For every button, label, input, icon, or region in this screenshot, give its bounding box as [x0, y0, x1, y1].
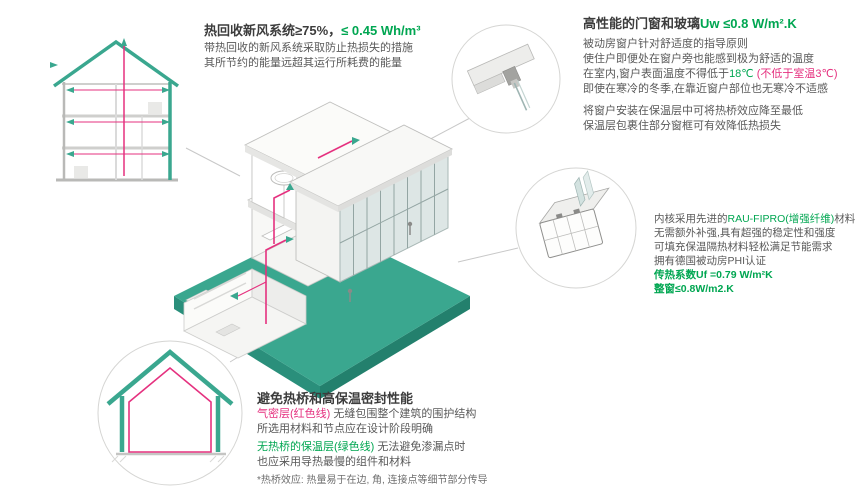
detail-circle [97, 340, 243, 486]
platform-top [174, 223, 470, 386]
insulation-roof-line [106, 349, 234, 406]
thermal-body-2: 无热桥的保温层(绿色线) 无法避免渗漏点时 也应采用导热最慢的组件和材料 [257, 440, 465, 470]
thermal-body-line: 也应采用导热最慢的组件和材料 [257, 456, 411, 468]
bathtub-inner [274, 173, 294, 183]
profile-line: 可填充保温隔热材料轻松满足节能需求 [654, 241, 833, 253]
windows-body-2: 将窗户安装在保温层中可将热桥效应降至最低 保温层包裹住部分窗框可有效降低热损失 [583, 104, 803, 134]
platform-side-right [320, 296, 470, 399]
airflow-arrows [230, 137, 360, 300]
windows-title: 高性能的门窗和玻璃Uw ≤0.8 W/m².K [583, 13, 797, 32]
gasket [573, 208, 581, 214]
ventilation-body-line: 带热回收的新风系统采取防止热损失的措施 [204, 42, 413, 54]
thermal-title: 避免热桥和高保温密封性能 [257, 391, 414, 406]
windows-title-black: 高性能的门窗和玻璃 [583, 16, 701, 31]
ventilation-title-black: 热回收新风系统≥75%， [204, 23, 342, 38]
glass-wing [288, 124, 454, 283]
furniture-block [74, 166, 88, 178]
profile-line: 内核采用先进的RAU-FIPRO(增强纤维)材料 [654, 212, 855, 226]
ventilation-ducts [237, 140, 353, 324]
windows-body-line: 在室内,窗户表面温度不得低于18℃ (不低于室温3℃) [583, 67, 838, 82]
airflow-arrows [50, 38, 170, 157]
ventilation-title: 热回收新风系统≥75%，≤ 0.45 Wh/m³ [204, 20, 421, 39]
ventilation-section-house [50, 38, 180, 182]
gasket [555, 213, 563, 219]
thermal-body-line: 所选用材料和节点应在设计阶段明确 [257, 423, 433, 435]
insulated-roof-line [52, 39, 180, 88]
windows-line3-pre: 在室内,窗户表面温度不得低于 [583, 68, 730, 80]
windows-body-line: 被动房窗户针对舒适度的指导原则 [583, 38, 748, 50]
profile-uw-value: 整窗≤0.8W/m2.K [654, 283, 734, 295]
windows-body-line: 将窗户安装在保温层中可将热桥效应降至最低 [583, 105, 803, 117]
windows-body-line: 使住户即便处在窗户旁也能感到极为舒适的温度 [583, 53, 814, 65]
window-install-detail [451, 24, 561, 134]
profile-text: 内核采用先进的RAU-FIPRO(增强纤维)材料 无需额外补强,具有超强的稳定性… [654, 212, 855, 296]
windows-body-line: 保温层包裹住部分窗框可有效降低热损失 [583, 120, 781, 132]
glass-pane [517, 80, 531, 109]
thermal-body-line: 气密层(红色线) 无缝包围整个建筑的围护结构 [257, 407, 476, 422]
connector-line [457, 247, 519, 263]
ventilation-body-line: 其所节约的能量远超其运行所耗费的能量 [204, 57, 402, 69]
profile-line: 拥有德国被动房PHI认证 [654, 255, 767, 267]
profile-line1-pre: 内核采用先进的 [654, 213, 728, 225]
thermal-envelope-house [97, 340, 243, 486]
thermal-line3-rest: 无法避免渗漏点时 [374, 441, 466, 453]
windows-line3-temp: 18℃ [729, 68, 754, 80]
ventilation-title-value: ≤ 0.45 Wh/m³ [341, 23, 421, 38]
window-profile-detail [515, 167, 637, 289]
ventilation-body: 带热回收的新风系统采取防止热损失的措施 其所节约的能量远超其运行所耗费的能量 [204, 41, 413, 71]
airtight-layer-line [128, 366, 212, 453]
human-figures [347, 221, 413, 302]
thermal-body-line: 无热桥的保温层(绿色线) 无法避免渗漏点时 [257, 440, 465, 455]
windows-body-line: 即使在寒冷的冬季,在靠近窗户部位也无寒冷不适感 [583, 83, 829, 95]
windows-line3-note: (不低于室温3℃) [753, 68, 838, 80]
profile-line1-highlight: RAU-FIPRO(增强纤维) [727, 213, 835, 225]
glass-pane [574, 176, 586, 207]
thermal-insulation-label: 无热桥的保温层(绿色线) [257, 441, 375, 453]
profile-uf-value: 传热系数Uf =0.79 W/m²K [654, 269, 773, 281]
thermal-footnote: *热桥效应: 热量易于在边, 角, 连接点等细节部分传导 [257, 475, 488, 486]
profile-line: 无需额外补强,具有超强的稳定性和强度 [654, 227, 836, 239]
main-house-isometric [174, 101, 470, 399]
glass-pane [582, 170, 594, 201]
profile-line1-post: 材料 [834, 213, 856, 225]
thermal-body-1: 气密层(红色线) 无缝包围整个建筑的围护结构 所选用材料和节点应在设计阶段明确 [257, 407, 476, 437]
windows-title-value: Uw ≤0.8 W/m².K [700, 16, 797, 31]
furniture-block [148, 102, 162, 114]
thermal-airtight-label: 气密层(红色线) [257, 408, 331, 420]
glass-pane [513, 82, 528, 111]
insulation-wrap [473, 73, 506, 95]
ground-hatch [111, 455, 225, 463]
thermal-line1-rest: 无缝包围整个建筑的围护结构 [330, 408, 477, 420]
connector-line [185, 147, 241, 177]
windows-body-1: 被动房窗户针对舒适度的指导原则 使住户即便处在窗户旁也能感到极为舒适的温度 在室… [583, 37, 838, 97]
